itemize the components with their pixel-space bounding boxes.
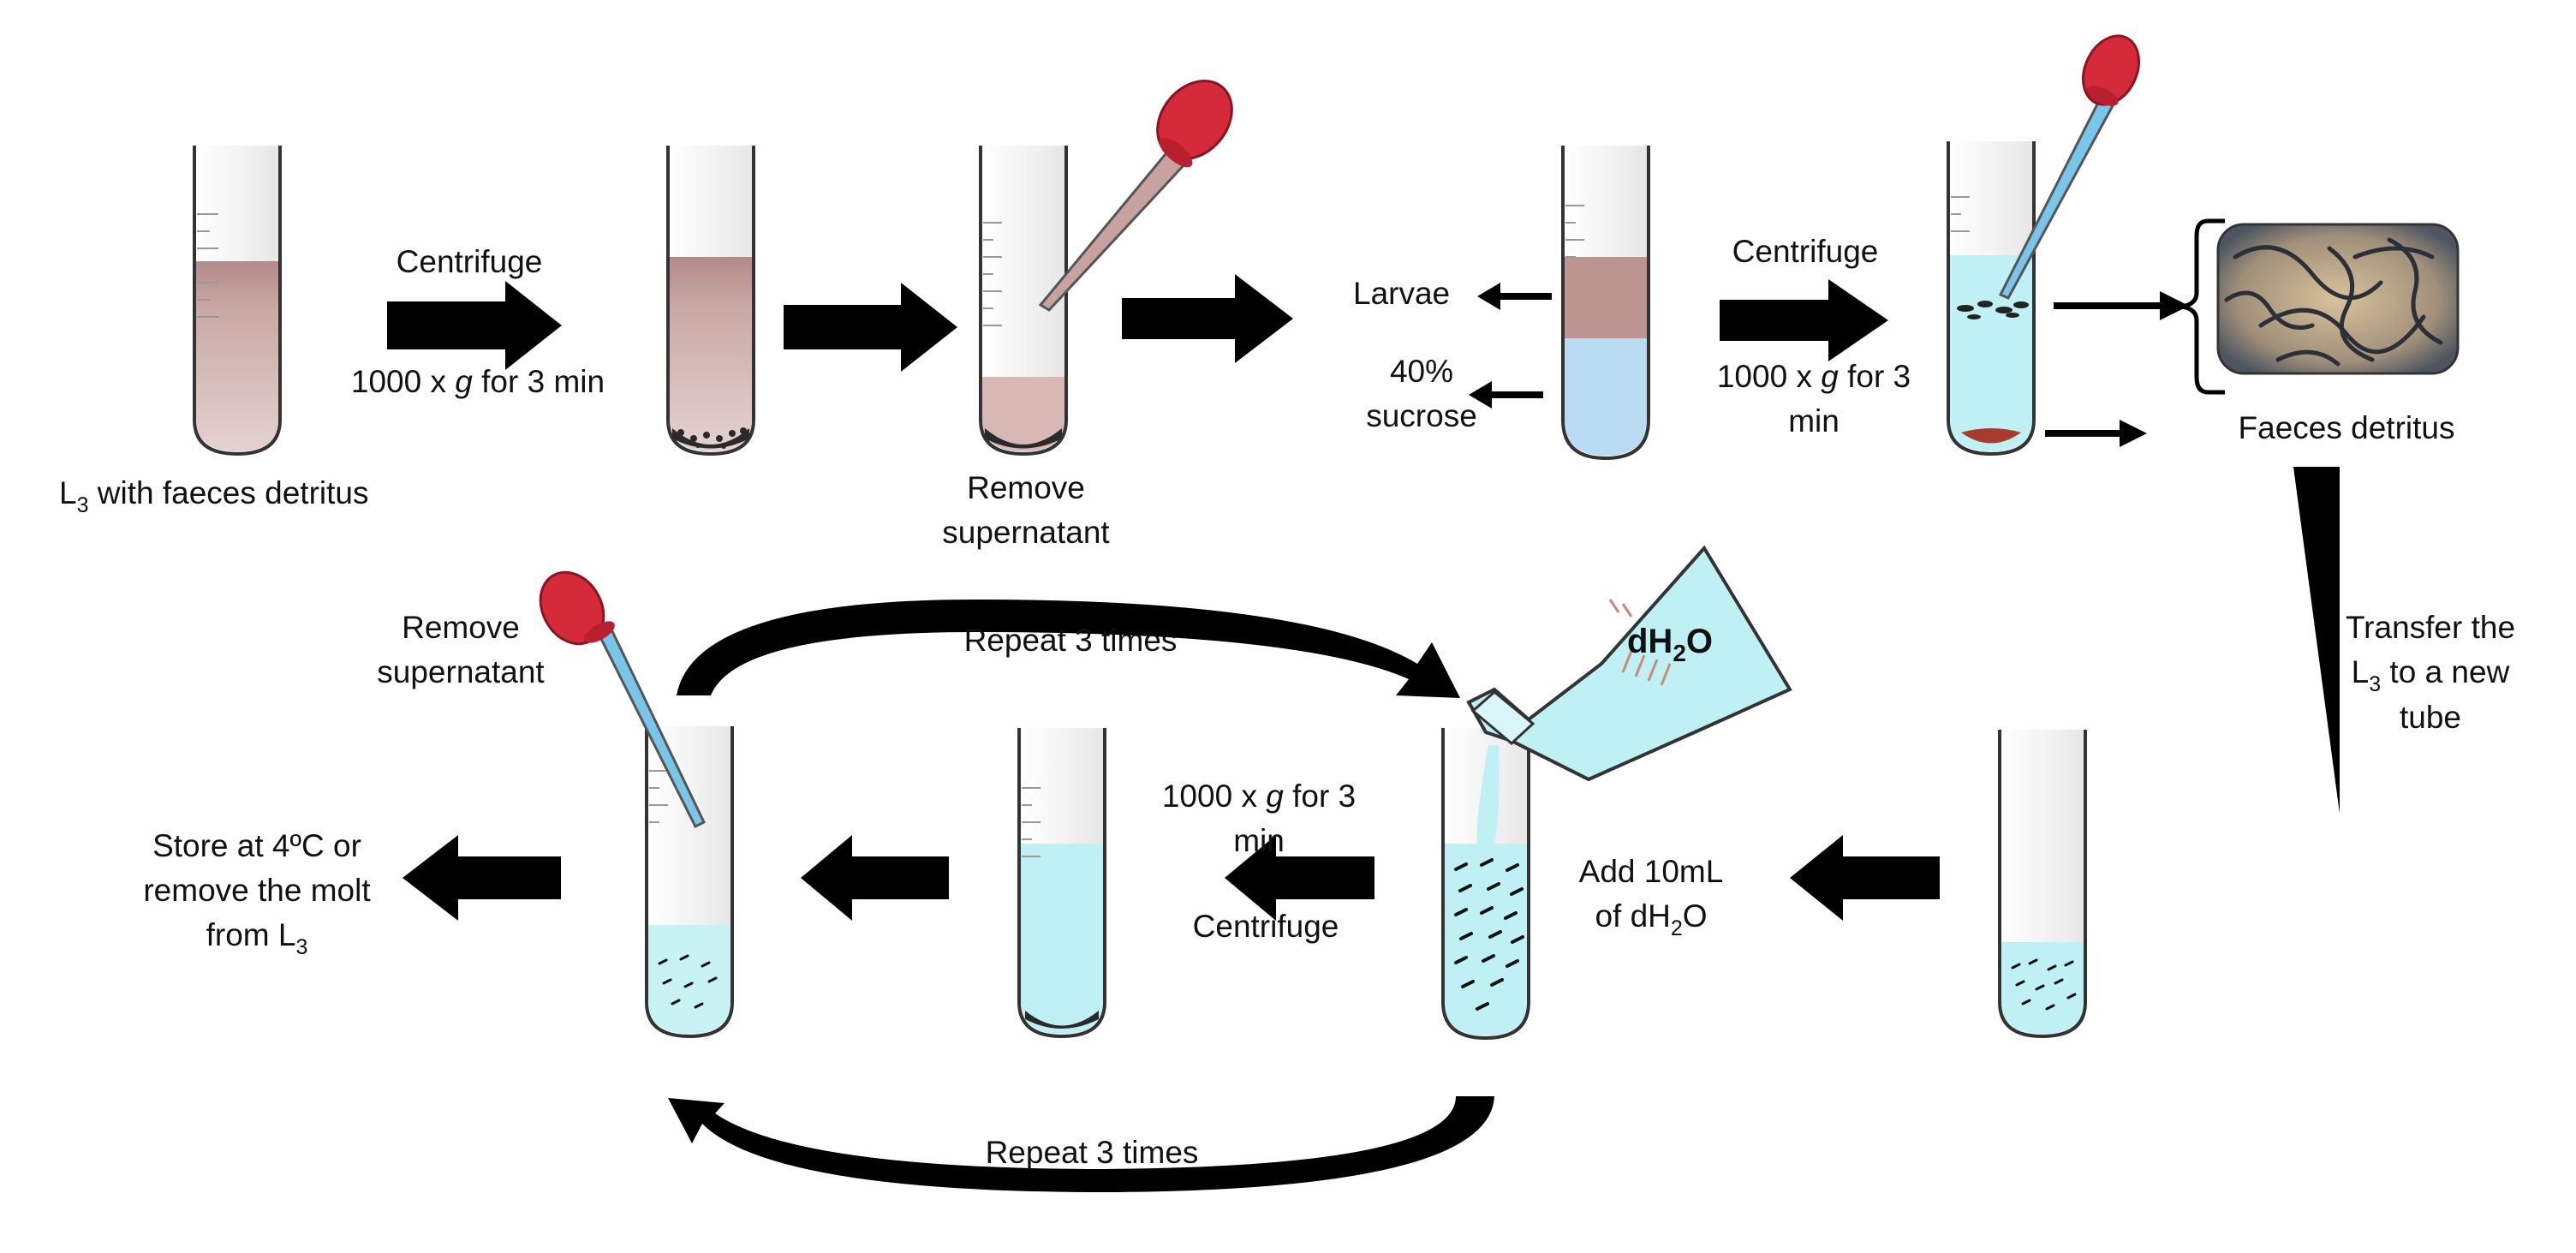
tube-7: [1441, 728, 1530, 1041]
arrow-larvae: [1477, 283, 1552, 310]
arrow-3: [1122, 274, 1293, 363]
tube-4: [1561, 146, 1650, 461]
arrow-6: [1790, 835, 1940, 921]
label-store-b: remove the molt: [143, 873, 371, 908]
label-faeces-detritus: Faeces detritus: [2239, 410, 2455, 445]
label-centrifuge-3: Centrifuge: [1193, 909, 1339, 944]
repeat-arrow-bottom: [668, 1096, 1494, 1192]
tube-8: [1017, 728, 1106, 1039]
arrow-transfer: [2293, 467, 2340, 814]
arrow-to-detritus: [2045, 420, 2147, 447]
tube-1: [193, 146, 282, 456]
label-flask: dH2O: [1627, 623, 1713, 666]
larvae-micrograph: [2216, 223, 2460, 375]
label-store-a: Store at 4ºC or: [152, 828, 361, 863]
label-larvae: Larvae: [1353, 276, 1450, 311]
label-sucrose-b: sucrose: [1366, 398, 1477, 433]
arrow-1: [387, 281, 562, 370]
label-add-water-b: of dH2O: [1595, 898, 1707, 940]
label-remove-1a: Remove: [967, 470, 1085, 505]
arrow-8: [801, 835, 949, 921]
water-flask: [1466, 545, 1792, 782]
arrow-4: [1720, 279, 1888, 361]
label-remove-2a: Remove: [402, 610, 520, 645]
label-remove-1b: supernatant: [942, 515, 1110, 550]
label-centrifuge-2: Centrifuge: [1732, 234, 1879, 269]
tube-3: [979, 146, 1068, 456]
arrow-2: [784, 283, 957, 372]
label-repeat-top: Repeat 3 times: [964, 623, 1178, 658]
label-transfer-c: tube: [2400, 700, 2461, 735]
repeat-arrow-top: [677, 600, 1460, 698]
label-start: L3 with faeces detritus: [59, 475, 368, 517]
tube-2: [666, 146, 755, 456]
arrow-9: [402, 835, 561, 921]
pipette-3: [539, 570, 706, 829]
label-speed-2b: min: [1788, 403, 1840, 439]
label-speed-2a: 1000 x g for 3: [1717, 359, 1911, 394]
label-transfer-a: Transfer the: [2346, 610, 2515, 645]
label-centrifuge-1: Centrifuge: [397, 244, 543, 279]
pipette-1: [1038, 80, 1233, 312]
label-add-water-a: Add 10mL: [1579, 854, 1724, 889]
label-transfer-b: L3 to a new: [2352, 654, 2510, 696]
label-repeat-bottom: Repeat 3 times: [986, 1135, 1199, 1170]
arrow-to-larvae-image: [2054, 291, 2189, 320]
label-sucrose-a: 40%: [1390, 354, 1453, 389]
label-speed-3a: 1000 x g for 3: [1162, 779, 1356, 814]
label-speed-3b: min: [1233, 823, 1285, 858]
label-speed-1: 1000 x g for 3 min: [351, 364, 605, 399]
pipette-2: [1998, 34, 2140, 300]
arrow-7: [1225, 835, 1374, 921]
bracket: [2181, 218, 2225, 395]
label-store-c: from L3: [206, 917, 308, 959]
tube-6: [1998, 730, 2087, 1039]
arrow-sucrose: [1469, 381, 1543, 409]
tube-5: [1947, 141, 2036, 456]
tube-9: [645, 726, 734, 1039]
label-remove-2b: supernatant: [377, 654, 545, 689]
